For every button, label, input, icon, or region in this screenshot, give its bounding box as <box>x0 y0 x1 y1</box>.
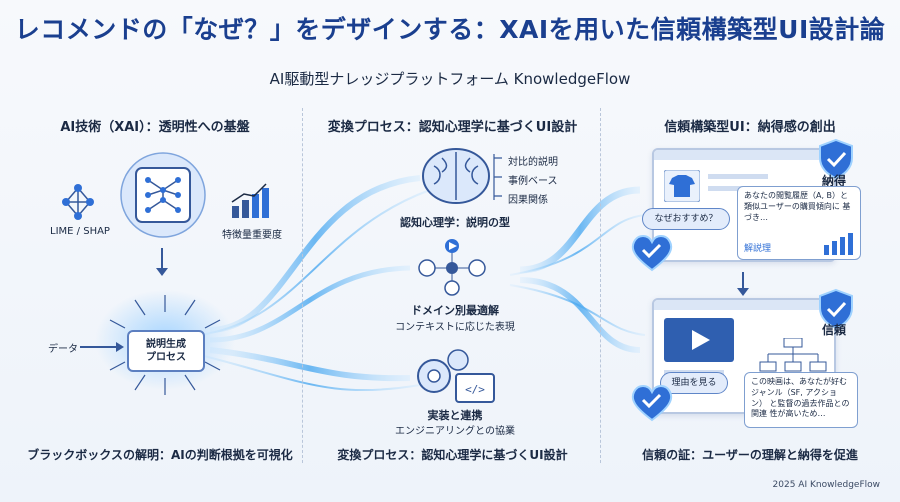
page-title: レコメンドの「なぜ？」をデザインする：XAIを用いた信頼構築型UI設計論 <box>14 15 886 44</box>
cognitive-psych-label: 認知心理学：説明の型 <box>400 216 510 229</box>
brain-icon <box>422 148 490 204</box>
network-icon <box>62 184 94 220</box>
see-reason-button[interactable]: 理由を見る <box>660 372 728 394</box>
bracket-lines <box>493 154 502 200</box>
brain-item-contrastive: 対比的説明 <box>508 157 558 168</box>
explanation-bubble-1: あなたの閲覧履歴（A, B）と 類似ユーザーの購買傾向に 基づき… 解説理 <box>737 186 861 260</box>
lime-shap-label: LIME / SHAP <box>50 226 110 237</box>
brain-item-causal: 因果関係 <box>508 195 548 206</box>
domain-sublabel: コンテキストに応じた表現 <box>395 322 515 333</box>
explanation-bubble-2: この映画は、あなたが好む ジャンル（SF, アクション） と監督の過去作品との関… <box>744 372 858 428</box>
explanation-text-1: あなたの閲覧履歴（A, B）と 類似ユーザーの購買傾向に 基づき… <box>744 191 851 222</box>
implementation-label: 実装と連携 <box>427 409 483 422</box>
left-section-title: AI技術（XAI）：透明性への基盤 <box>60 120 250 135</box>
explanation-tag: 解説理 <box>744 243 772 254</box>
data-label: データ <box>48 344 78 355</box>
page-subtitle: AI駆動型ナレッジプラットフォーム KnowledgeFlow <box>269 70 631 88</box>
left-caption: ブラックボックスの解明：AIの判断根拠を可視化 <box>27 448 293 462</box>
svg-text:</>: </> <box>465 383 485 396</box>
arrow-right-icon <box>80 342 124 352</box>
implementation-sublabel: エンジニアリングとの協業 <box>395 426 515 437</box>
divider-left <box>302 108 303 463</box>
arrow-down-icon <box>737 272 749 296</box>
mini-bar-chart-icon <box>824 233 853 255</box>
shield-check-icon <box>819 138 853 180</box>
tshirt-icon <box>664 170 700 202</box>
shield-check-icon <box>819 288 853 330</box>
arrow-down-icon <box>156 248 168 276</box>
why-recommend-button[interactable]: なぜおすすめ？ <box>642 208 730 230</box>
explanation-process-box: 説明生成 プロセス <box>127 330 205 372</box>
feature-importance-label: 特徴量重要度 <box>222 230 282 241</box>
badge-convinced: 納得 <box>822 174 847 188</box>
placeholder-line <box>708 186 753 191</box>
card-1-titlebar <box>654 150 834 160</box>
right-section-title: 信頼構築型UI：納得感の創出 <box>664 120 836 135</box>
domain-label: ドメイン別最適解 <box>411 304 499 317</box>
tree-diagram-icon <box>759 338 827 372</box>
middle-caption: 変換プロセス：認知心理学に基づくUI設計 <box>337 448 568 462</box>
ribbon-middle-to-right <box>509 186 646 353</box>
brain-item-case-based: 事例ベース <box>508 176 558 187</box>
video-player-icon <box>664 318 734 362</box>
copyright: 2025 AI KnowledgeFlow <box>772 480 880 490</box>
card-2-titlebar <box>654 300 834 310</box>
gears-code-icon: </> <box>417 349 495 403</box>
middle-section-title: 変換プロセス：認知心理学に基づくUI設計 <box>327 120 578 135</box>
heart-check-icon <box>631 385 673 422</box>
explanation-text-2: この映画は、あなたが好む ジャンル（SF, アクション） と監督の過去作品との関… <box>751 377 850 419</box>
domain-hub-icon <box>418 239 486 296</box>
radiating-lines <box>109 295 221 395</box>
right-caption: 信頼の証：ユーザーの理解と納得を促進 <box>642 448 858 462</box>
bar-chart-icon <box>231 183 269 218</box>
neural-chip-icon <box>120 152 206 238</box>
divider-right <box>600 108 601 463</box>
heart-check-icon <box>631 235 673 272</box>
badge-trust: 信頼 <box>822 323 847 337</box>
placeholder-line <box>708 174 768 179</box>
